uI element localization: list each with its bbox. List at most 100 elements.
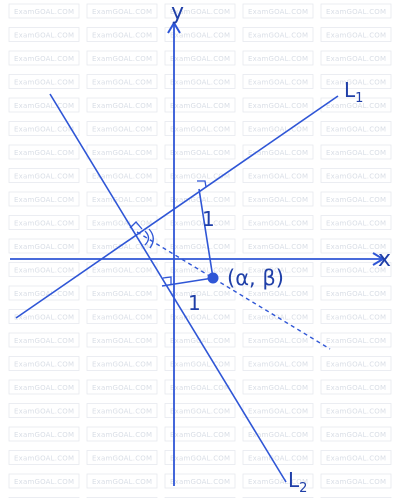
watermark-text: ExamGOAL.COM: [14, 220, 74, 228]
watermark-text: ExamGOAL.COM: [326, 55, 386, 63]
watermark-box: [242, 450, 314, 465]
watermark-text: ExamGOAL.COM: [92, 55, 152, 63]
right-angle-marker-intersection: [129, 221, 143, 230]
watermark-box: [164, 97, 236, 113]
line-l1-subscript: 1: [355, 91, 363, 106]
watermark-text: ExamGOAL.COM: [170, 173, 230, 181]
watermark-text: ExamGOAL.COM: [326, 126, 386, 134]
watermark-box: [86, 191, 158, 207]
watermark-box: [320, 50, 392, 66]
watermark-text: ExamGOAL.COM: [248, 314, 308, 322]
watermark-box: [164, 27, 236, 42]
watermark-box: [320, 403, 392, 418]
watermark-box: [86, 426, 158, 442]
watermark-box: [86, 356, 158, 371]
watermark-text: ExamGOAL.COM: [326, 431, 386, 439]
watermark-text: ExamGOAL.COM: [326, 290, 386, 298]
watermark-text: ExamGOAL.COM: [170, 384, 230, 392]
watermark-text: ExamGOAL.COM: [248, 478, 308, 486]
watermark-text: ExamGOAL.COM: [92, 173, 152, 181]
watermark-text: ExamGOAL.COM: [92, 384, 152, 392]
watermark-box: [320, 379, 392, 395]
watermark-box: [86, 215, 158, 230]
watermark-box: [86, 309, 158, 324]
watermark-box: [320, 356, 392, 371]
watermark-text: ExamGOAL.COM: [170, 314, 230, 322]
watermark-text: ExamGOAL.COM: [92, 8, 152, 16]
watermark-box: [86, 403, 158, 418]
watermark-box: [8, 191, 80, 207]
watermark-text: ExamGOAL.COM: [14, 290, 74, 298]
watermark-box: [320, 426, 392, 442]
watermark-box: [8, 426, 80, 442]
watermark-box: [320, 309, 392, 324]
watermark-text: ExamGOAL.COM: [326, 408, 386, 416]
watermark-box: [8, 144, 80, 160]
watermark-text: ExamGOAL.COM: [170, 220, 230, 228]
watermark-text: ExamGOAL.COM: [326, 267, 386, 275]
watermark-text: ExamGOAL.COM: [248, 431, 308, 439]
watermark-text: ExamGOAL.COM: [248, 8, 308, 16]
watermark-text: ExamGOAL.COM: [14, 196, 74, 204]
watermark-text: ExamGOAL.COM: [248, 173, 308, 181]
watermark-box: [164, 473, 236, 489]
axis-y-label: y: [171, 0, 184, 25]
angle-arc-1: [144, 230, 150, 246]
watermark-box: [86, 50, 158, 66]
watermark-text: ExamGOAL.COM: [14, 8, 74, 16]
watermark-text: ExamGOAL.COM: [170, 455, 230, 463]
watermark-box: [242, 191, 314, 207]
watermark-box: [242, 332, 314, 348]
watermark-box: [8, 379, 80, 395]
line-l2-label: L2: [288, 468, 307, 496]
line-l2: [49, 93, 287, 483]
watermark-text: ExamGOAL.COM: [14, 361, 74, 369]
watermark-text: ExamGOAL.COM: [14, 79, 74, 87]
watermark-box: [8, 262, 80, 277]
watermark-box: [86, 238, 158, 254]
watermark-text: ExamGOAL.COM: [92, 196, 152, 204]
watermark-text: ExamGOAL.COM: [14, 126, 74, 134]
watermark-box: [320, 285, 392, 301]
watermark-box: [164, 74, 236, 89]
watermark-text: ExamGOAL.COM: [170, 149, 230, 157]
watermark-text: ExamGOAL.COM: [170, 431, 230, 439]
watermark-text: ExamGOAL.COM: [14, 173, 74, 181]
watermark-box: [86, 144, 158, 160]
watermark-box: [164, 121, 236, 136]
watermark-text: ExamGOAL.COM: [92, 32, 152, 40]
watermark-text: ExamGOAL.COM: [92, 314, 152, 322]
watermark-text: ExamGOAL.COM: [14, 408, 74, 416]
watermark-text: ExamGOAL.COM: [248, 408, 308, 416]
watermark-text: ExamGOAL.COM: [92, 267, 152, 275]
watermark-box: [8, 356, 80, 371]
watermark-box: [320, 3, 392, 19]
distance-label-l1: 1: [202, 207, 215, 231]
watermark-text: ExamGOAL.COM: [170, 290, 230, 298]
watermark-text: ExamGOAL.COM: [92, 431, 152, 439]
watermark-box: [8, 3, 80, 19]
watermark-box: [320, 168, 392, 183]
watermark-box: [164, 379, 236, 395]
watermark-text: ExamGOAL.COM: [170, 408, 230, 416]
watermark-text: ExamGOAL.COM: [326, 243, 386, 251]
watermark-box: [86, 285, 158, 301]
watermark-text: ExamGOAL.COM: [326, 196, 386, 204]
watermark-text: ExamGOAL.COM: [14, 455, 74, 463]
right-angle-marker-l1: [197, 180, 207, 188]
watermark-text: ExamGOAL.COM: [92, 408, 152, 416]
watermark-box: [164, 356, 236, 371]
watermark-text: ExamGOAL.COM: [326, 8, 386, 16]
watermark-box: [242, 285, 314, 301]
watermark-text: ExamGOAL.COM: [14, 314, 74, 322]
watermark-text: ExamGOAL.COM: [170, 8, 230, 16]
watermark-text: ExamGOAL.COM: [248, 196, 308, 204]
watermark-box: [320, 27, 392, 42]
watermark-box: [8, 97, 80, 113]
watermark-text: ExamGOAL.COM: [326, 149, 386, 157]
watermark-text: ExamGOAL.COM: [326, 384, 386, 392]
watermark-text: ExamGOAL.COM: [14, 478, 74, 486]
watermark-box: [242, 144, 314, 160]
watermark-text: ExamGOAL.COM: [170, 102, 230, 110]
watermark-box: [320, 450, 392, 465]
